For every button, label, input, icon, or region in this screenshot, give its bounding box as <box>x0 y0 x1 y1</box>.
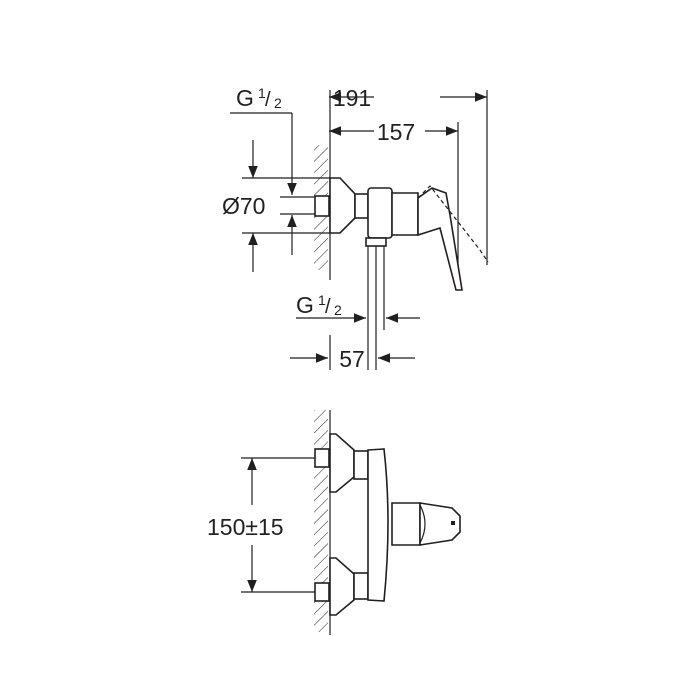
side-view <box>230 90 489 370</box>
thread-inlet-label: G 1 / 2 <box>236 85 282 111</box>
dim-overall-label: 191 <box>333 85 371 111</box>
svg-text:G: G <box>296 292 314 318</box>
svg-text:1: 1 <box>318 292 326 308</box>
svg-text:/: / <box>325 296 331 318</box>
svg-text:G: G <box>236 85 254 111</box>
svg-text:/: / <box>265 89 271 111</box>
dim-outlet-label: 57 <box>339 346 365 372</box>
diameter-label: Ø70 <box>222 193 265 219</box>
svg-text:1: 1 <box>258 85 266 101</box>
front-view <box>241 410 461 635</box>
svg-text:2: 2 <box>334 302 342 318</box>
thread-outlet-label: G 1 / 2 <box>296 292 342 318</box>
svg-text:2: 2 <box>274 95 282 111</box>
dim-spacing-label: 150±15 <box>207 514 284 540</box>
dim-handle-label: 157 <box>377 119 415 145</box>
